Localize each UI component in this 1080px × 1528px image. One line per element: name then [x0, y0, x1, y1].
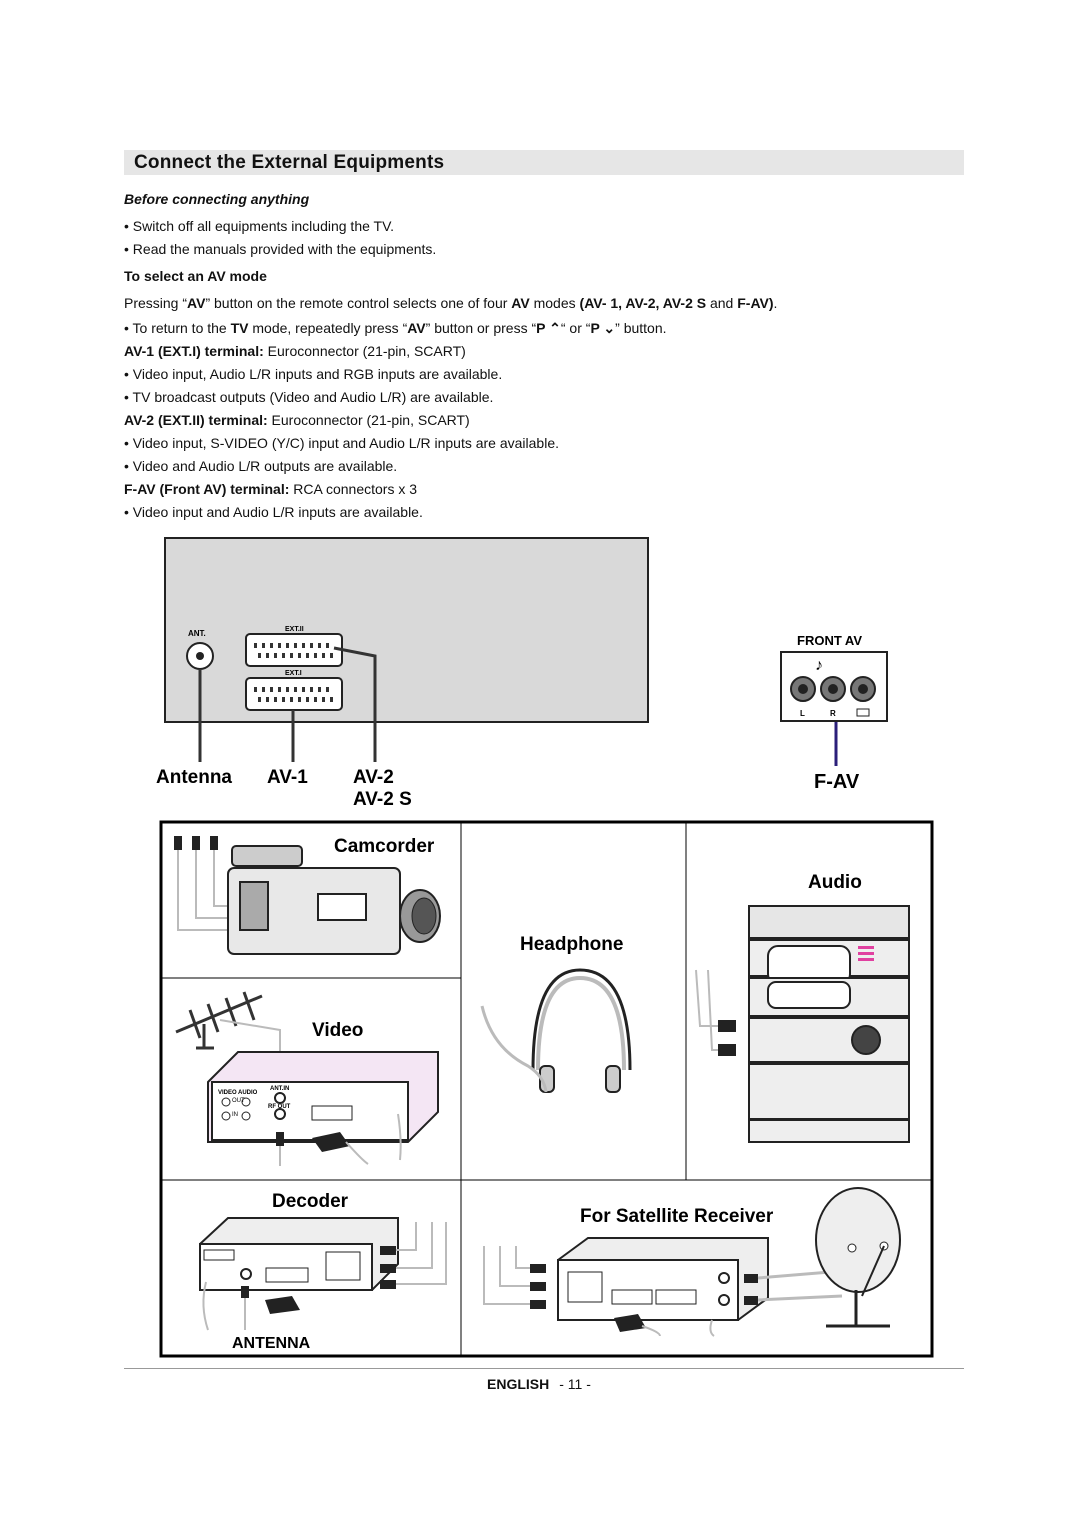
vcr-audio-label: AUDIO: [238, 1090, 258, 1096]
antenna-caption: ANTENNA: [232, 1335, 311, 1352]
av-mode-heading: To select an AV mode: [124, 268, 267, 284]
av1-label: AV-1: [267, 767, 308, 788]
before-bullet-1: • Switch off all equipments including th…: [124, 218, 395, 234]
front-l-label: L: [800, 709, 805, 718]
av1-bullet-2: • TV broadcast outputs (Video and Audio …: [124, 389, 494, 405]
section-header-bar: [124, 150, 964, 175]
av2-label: AV-2: [353, 767, 394, 788]
av2-terminal-line: AV-2 (EXT.II) terminal: Euroconnector (2…: [124, 412, 470, 428]
satellite-receiver-icon: [483, 1237, 863, 1337]
vcr-out-label: OUT: [232, 1098, 245, 1104]
video-label: Video: [312, 1020, 363, 1041]
vcr-in-label: IN: [232, 1112, 238, 1118]
fav-terminal-line: F-AV (Front AV) terminal: RCA connectors…: [124, 481, 418, 497]
page-title: Connect the External Equipments: [134, 152, 445, 173]
vcr-icon: VIDEO AUDIO ANT.IN RF OUT OUT IN: [175, 991, 439, 1166]
headphone-icon: [480, 968, 632, 1093]
camcorder-label: Camcorder: [334, 836, 435, 857]
decoder-icon: [199, 1217, 447, 1331]
ext1-label: EXT.I: [285, 670, 302, 677]
decoder-label: Decoder: [272, 1191, 349, 1212]
footer-divider: [124, 1368, 964, 1369]
av2-bullet-1: • Video input, S-VIDEO (Y/C) input and A…: [124, 435, 559, 451]
av1-terminal-line: AV-1 (EXT.I) terminal: Euroconnector (21…: [124, 343, 466, 359]
rear-panel-diagram: ANT. EXT.II EXT.I FRONT AV ♪ L R Antenna…: [156, 537, 888, 810]
av-mode-paragraph: Pressing “AV” button on the remote contr…: [124, 295, 778, 311]
av2s-label: AV-2 S: [353, 789, 412, 810]
before-bullet-2: • Read the manuals provided with the equ…: [124, 241, 437, 257]
device-grid-diagram: Camcorder Video VIDEO AUDIO ANT.IN RF OU…: [159, 820, 934, 1358]
vcr-video-label: VIDEO: [218, 1090, 237, 1096]
av2-bullet-2: • Video and Audio L/R outputs are availa…: [124, 458, 398, 474]
hifi-stack-icon: [695, 905, 910, 1143]
antenna-label: Antenna: [156, 767, 232, 788]
page-number: - 11 -: [559, 1376, 591, 1392]
front-r-label: R: [830, 709, 836, 718]
before-heading: Before connecting anything: [124, 191, 310, 207]
rear-panel: [164, 537, 649, 723]
page-footer: ENGLISH - 11 -: [487, 1376, 591, 1392]
av1-bullet-1: • Video input, Audio L/R inputs and RGB …: [124, 366, 503, 382]
music-note-icon: ♪: [815, 657, 823, 674]
vcr-rfout-label: RF OUT: [268, 1104, 291, 1110]
tv-mode-bullet: • To return to the TV mode, repeatedly p…: [124, 320, 667, 336]
vcr-antin-label: ANT.IN: [270, 1086, 289, 1092]
scart-ext2-icon: [245, 633, 343, 667]
scart-ext1-icon: [245, 677, 343, 711]
footer-language: ENGLISH: [487, 1376, 550, 1392]
satellite-dish-icon: [815, 1187, 901, 1328]
headphone-label: Headphone: [520, 934, 623, 955]
ant-label: ANT.: [188, 629, 206, 638]
audio-label: Audio: [808, 872, 862, 893]
fav-label: F-AV: [814, 771, 860, 793]
ext2-label: EXT.II: [285, 626, 304, 633]
fav-bullet-1: • Video input and Audio L/R inputs are a…: [124, 504, 423, 520]
video-input-icon: [856, 708, 870, 717]
satellite-label: For Satellite Receiver: [580, 1206, 774, 1227]
front-av-label: FRONT AV: [797, 633, 862, 648]
camcorder-icon: [174, 836, 441, 955]
